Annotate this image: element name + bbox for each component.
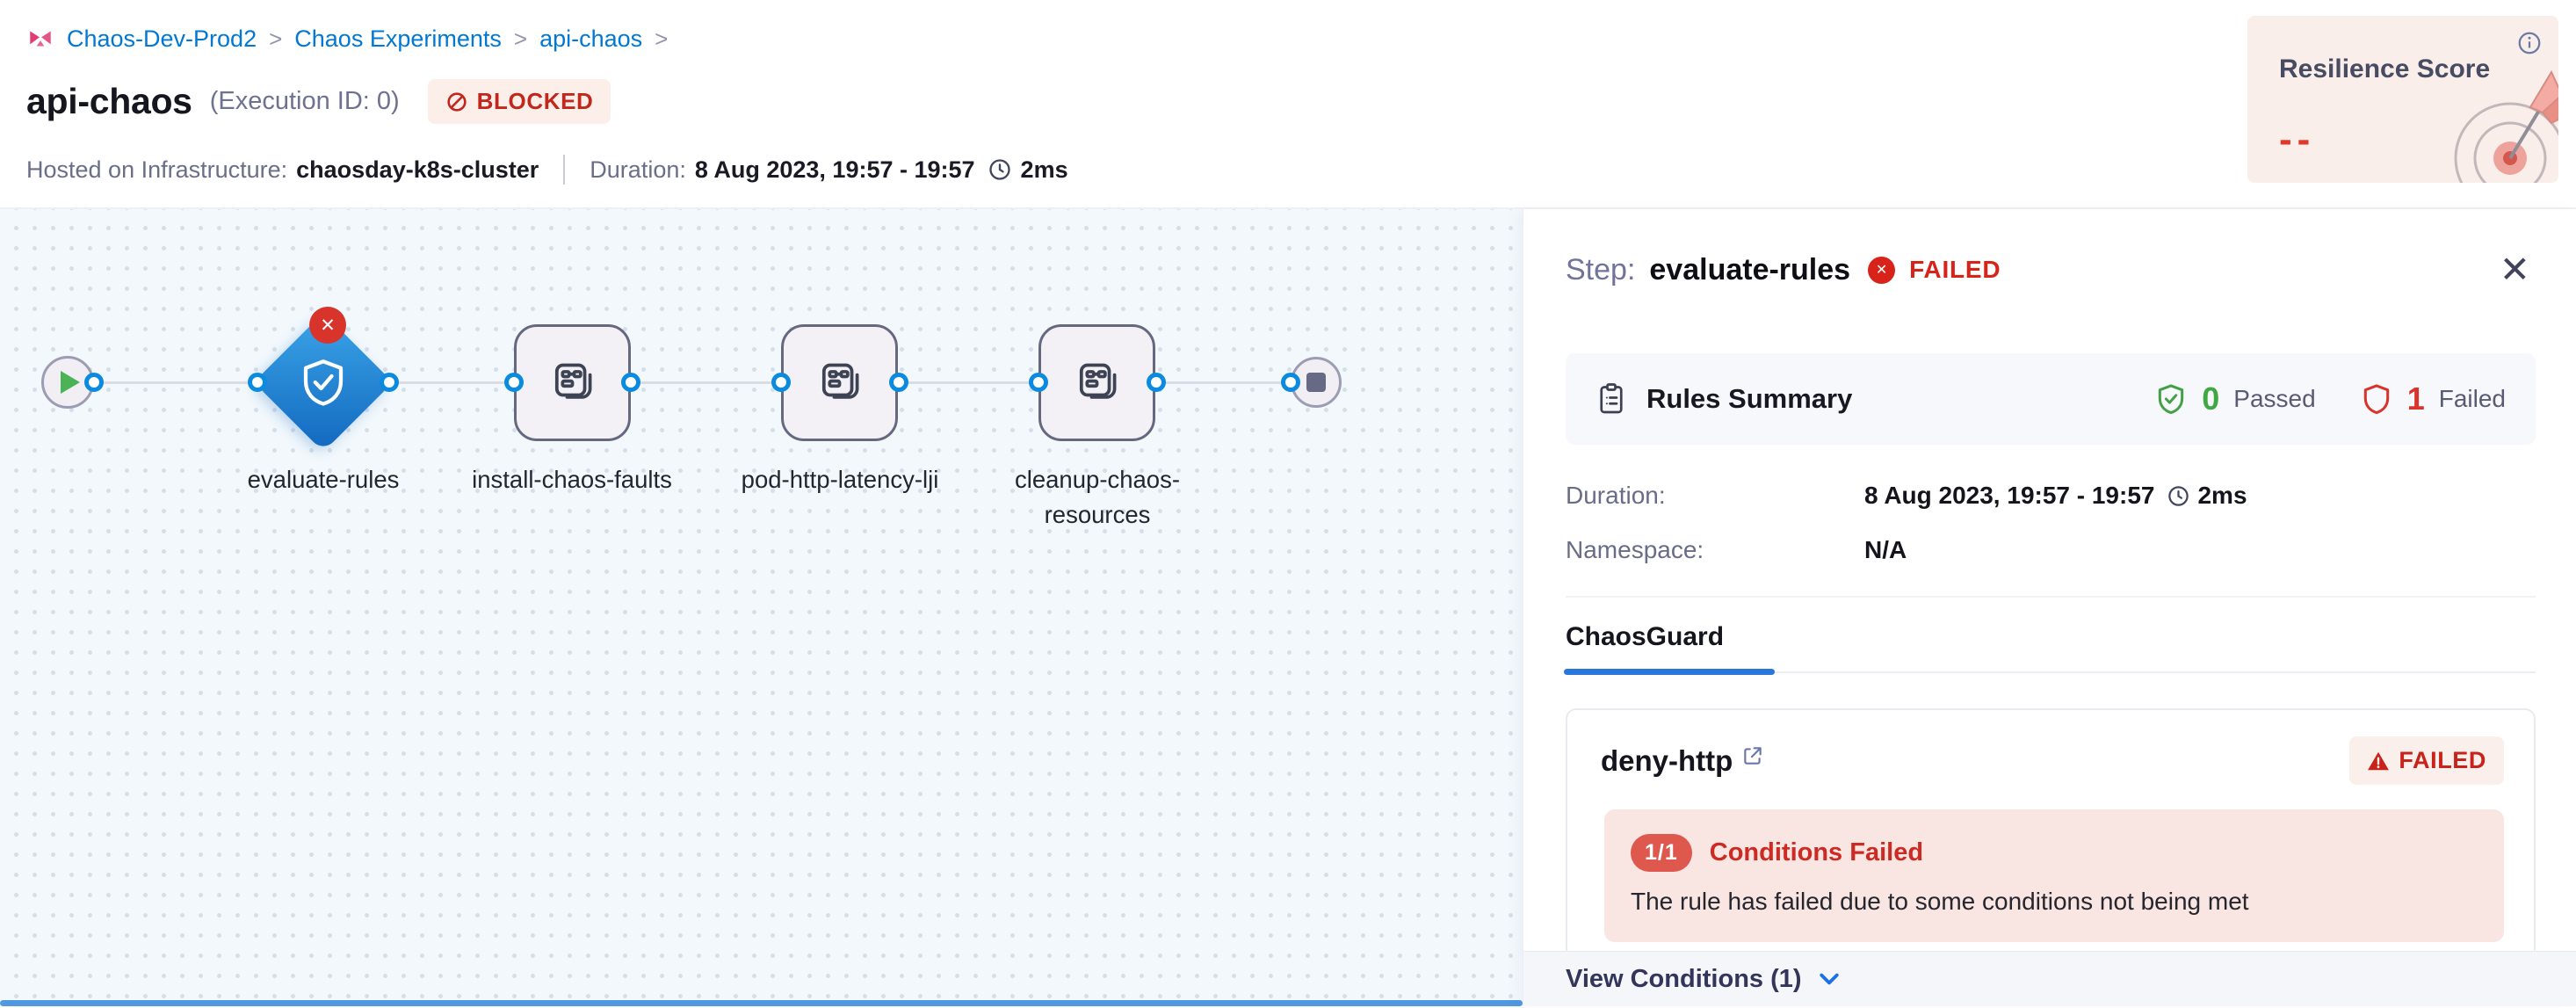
- node-label: install-chaos-faults: [472, 466, 672, 493]
- execution-id: (Execution ID: 0): [209, 87, 400, 115]
- no-entry-icon: [447, 91, 467, 112]
- rule-card-header: deny-http FAI: [1567, 710, 2534, 806]
- node-evaluate-rules[interactable]: [253, 312, 394, 453]
- duration-row: Duration: 8 Aug 2023, 19:57 - 19:57 2ms: [1566, 482, 2536, 510]
- rule-status-label: FAILED: [2399, 747, 2486, 773]
- elapsed-value: 2ms: [1020, 156, 1068, 183]
- breadcrumb-separator: >: [513, 25, 528, 52]
- infra-value: chaosday-k8s-cluster: [296, 156, 539, 183]
- conditions-failed-message: The rule has failed due to some conditio…: [1631, 888, 2249, 915]
- duration-value: 8 Aug 2023, 19:57 - 19:57: [694, 156, 975, 183]
- chaos-fault-icon: [821, 363, 858, 399]
- node-cleanup-chaos-resources[interactable]: [1038, 324, 1155, 441]
- clock-icon: [988, 157, 1012, 182]
- node-port[interactable]: [248, 373, 267, 392]
- breadcrumb-link-project[interactable]: Chaos-Dev-Prod2: [67, 25, 257, 52]
- step-header: Step: evaluate-rules ✕ FAILED ✕: [1566, 251, 2536, 288]
- namespace-label: Namespace:: [1566, 536, 1704, 563]
- failed-label: Failed: [2438, 385, 2506, 412]
- chevron-down-icon: [1819, 973, 1839, 985]
- node-label: evaluate-rules: [247, 466, 400, 493]
- shield-check-icon: [303, 359, 344, 406]
- step-label: Step:: [1566, 252, 1636, 286]
- external-link-icon[interactable]: [1741, 744, 1764, 767]
- namespace-value: N/A: [1864, 536, 1907, 563]
- node-port[interactable]: [1281, 373, 1300, 392]
- pipeline-edge: [94, 381, 1291, 384]
- conditions-ratio-pill: 1/1: [1631, 834, 1692, 872]
- tab-chaosguard[interactable]: ChaosGuard: [1563, 622, 1776, 675]
- rule-name: deny-http: [1601, 743, 1733, 777]
- clipboard-icon: [1600, 383, 1623, 414]
- page-title: api-chaos: [26, 81, 192, 121]
- failed-circle-icon: ✕: [1868, 256, 1896, 284]
- step-status: FAILED: [1909, 256, 2001, 283]
- node-port[interactable]: [84, 373, 104, 392]
- chaos-fault-icon: [1079, 363, 1116, 399]
- conditions-failed-alert: 1/1 Conditions Failed The rule has faile…: [1604, 809, 2504, 942]
- shield-failed-icon: [2363, 384, 2389, 415]
- status-badge-label: BLOCKED: [476, 88, 594, 114]
- rules-summary-title: Rules Summary: [1646, 383, 1853, 414]
- duration-label: Duration:: [590, 156, 686, 183]
- node-port[interactable]: [1147, 373, 1166, 392]
- node-port[interactable]: [889, 373, 908, 392]
- play-icon: [61, 371, 80, 394]
- close-icon[interactable]: ✕: [2499, 249, 2530, 290]
- resilience-score-card: Resilience Score --: [2247, 16, 2558, 183]
- view-conditions-label: View Conditions (1): [1566, 964, 1802, 993]
- execution-meta: Hosted on Infrastructure: chaosday-k8s-c…: [26, 155, 1068, 185]
- target-dart-illustration: [2454, 69, 2558, 183]
- breadcrumb-link-chaos-experiments[interactable]: Chaos Experiments: [294, 25, 502, 52]
- clock-icon: [2167, 484, 2190, 508]
- node-install-chaos-faults[interactable]: [514, 324, 631, 441]
- node-label: pod-http-latency-lji: [741, 466, 939, 493]
- rules-summary-counts: 0 Passed 1 Failed: [2154, 381, 2506, 417]
- info-icon[interactable]: [2516, 30, 2543, 61]
- chaos-fault-icon: [554, 363, 591, 399]
- node-port[interactable]: [771, 373, 791, 392]
- step-details-panel: Step: evaluate-rules ✕ FAILED ✕ Rules Su…: [1523, 209, 2576, 1006]
- rule-status-badge: FAILED: [2349, 736, 2504, 785]
- rules-summary-card: Rules Summary 0 Passed 1 Failed: [1566, 353, 2536, 445]
- failed-count: 1: [2406, 381, 2425, 417]
- meta-divider: [563, 155, 566, 185]
- view-conditions-toggle[interactable]: View Conditions (1): [1523, 951, 2576, 1006]
- breadcrumb-separator: >: [655, 25, 669, 52]
- conditions-failed-title: Conditions Failed: [1709, 838, 1924, 867]
- page-header: Chaos-Dev-Prod2 > Chaos Experiments > ap…: [0, 0, 2576, 209]
- node-port[interactable]: [621, 373, 640, 392]
- tab-bar: ChaosGuard: [1563, 598, 2536, 675]
- node-port[interactable]: [380, 373, 399, 392]
- duration-value: 8 Aug 2023, 19:57 - 19:57: [1864, 482, 2155, 509]
- resilience-score-title: Resilience Score: [2279, 54, 2491, 83]
- rule-card-deny-http: deny-http FAI: [1566, 708, 2536, 979]
- breadcrumb-separator: >: [269, 25, 283, 52]
- duration-label: Duration:: [1566, 482, 1666, 509]
- node-port[interactable]: [1029, 373, 1048, 392]
- node-pod-http-latency[interactable]: [781, 324, 898, 441]
- node-failed-badge-icon: ✕: [309, 307, 346, 344]
- step-name: evaluate-rules: [1649, 252, 1851, 286]
- passed-label: Passed: [2233, 385, 2316, 412]
- stop-icon: [1306, 373, 1326, 392]
- node-port[interactable]: [504, 373, 524, 392]
- shield-passed-icon: [2159, 384, 2184, 415]
- canvas-horizontal-scrollbar[interactable]: [0, 1000, 1523, 1006]
- infra-label: Hosted on Infrastructure:: [26, 156, 288, 183]
- resilience-score-value: --: [2279, 118, 2316, 161]
- section-divider: [1566, 596, 2536, 598]
- main-content: ✕: [0, 209, 2576, 1006]
- namespace-row: Namespace: N/A: [1566, 536, 2536, 564]
- warning-triangle-icon: [2368, 751, 2390, 770]
- node-label: cleanup-chaos-resources: [1014, 466, 1181, 528]
- breadcrumb: Chaos-Dev-Prod2 > Chaos Experiments > ap…: [26, 25, 668, 53]
- elapsed-value: 2ms: [2197, 482, 2247, 509]
- title-row: api-chaos (Execution ID: 0) BLOCKED: [26, 79, 611, 124]
- status-badge-blocked: BLOCKED: [427, 79, 611, 124]
- breadcrumb-link-experiment[interactable]: api-chaos: [539, 25, 643, 52]
- chaos-module-icon: [30, 31, 51, 47]
- pipeline-canvas[interactable]: ✕: [0, 209, 1523, 1006]
- passed-count: 0: [2202, 381, 2220, 417]
